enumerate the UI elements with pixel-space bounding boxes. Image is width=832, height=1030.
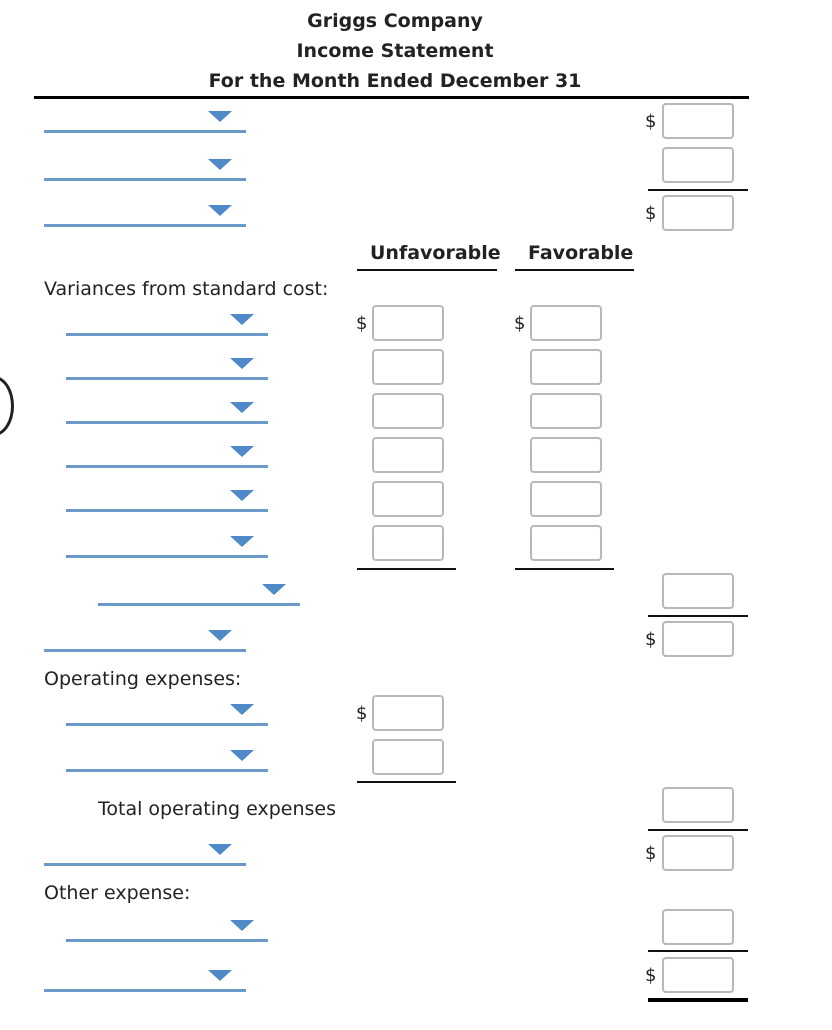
operating-expenses-label: Operating expenses: bbox=[44, 668, 242, 690]
dropdown-operating-expense[interactable] bbox=[66, 698, 268, 726]
subtotal-rule bbox=[357, 781, 456, 783]
amount-input[interactable] bbox=[662, 195, 734, 231]
dropdown-operating-expense[interactable] bbox=[66, 744, 268, 772]
dollar-sign: $ bbox=[356, 703, 368, 724]
chevron-down-icon bbox=[208, 970, 232, 981]
chevron-down-icon bbox=[208, 630, 232, 641]
subtotal-rule bbox=[357, 568, 456, 570]
radio-circle-icon bbox=[0, 376, 14, 436]
dropdown-net-variance[interactable] bbox=[98, 578, 300, 606]
favorable-input[interactable] bbox=[530, 437, 602, 473]
dropdown-cost-of-goods[interactable] bbox=[44, 153, 246, 181]
chevron-down-icon bbox=[230, 490, 254, 501]
column-rule bbox=[357, 269, 497, 271]
amount-input[interactable] bbox=[662, 573, 734, 609]
chevron-down-icon bbox=[208, 205, 232, 216]
favorable-input[interactable] bbox=[530, 481, 602, 517]
dollar-sign: $ bbox=[645, 965, 657, 986]
subtotal-rule bbox=[648, 615, 748, 617]
chevron-down-icon bbox=[230, 750, 254, 761]
dollar-sign: $ bbox=[645, 843, 657, 864]
amount-input[interactable] bbox=[662, 621, 734, 657]
amount-input[interactable] bbox=[662, 957, 734, 993]
amount-input[interactable] bbox=[662, 787, 734, 823]
operating-expense-input[interactable] bbox=[372, 695, 444, 731]
dropdown-variance[interactable] bbox=[66, 396, 268, 424]
dropdown-variance[interactable] bbox=[66, 352, 268, 380]
chevron-down-icon bbox=[208, 159, 232, 170]
dollar-sign: $ bbox=[645, 203, 657, 224]
column-rule bbox=[515, 269, 634, 271]
chevron-down-icon bbox=[230, 358, 254, 369]
statement-title: Income Statement bbox=[296, 40, 494, 62]
dropdown-gross-profit-actual[interactable] bbox=[44, 624, 246, 652]
operating-expense-input[interactable] bbox=[372, 739, 444, 775]
favorable-input[interactable] bbox=[530, 305, 602, 341]
total-double-rule bbox=[648, 998, 748, 1002]
unfavorable-input[interactable] bbox=[372, 481, 444, 517]
amount-input[interactable] bbox=[662, 103, 734, 139]
dropdown-gross-profit[interactable] bbox=[44, 199, 246, 227]
unfavorable-input[interactable] bbox=[372, 525, 444, 561]
chevron-down-icon bbox=[230, 314, 254, 325]
dropdown-net-income[interactable] bbox=[44, 964, 246, 992]
unfavorable-input[interactable] bbox=[372, 349, 444, 385]
amount-input[interactable] bbox=[662, 909, 734, 945]
subtotal-rule bbox=[648, 829, 748, 831]
chevron-down-icon bbox=[208, 844, 232, 855]
chevron-down-icon bbox=[262, 584, 286, 595]
chevron-down-icon bbox=[230, 920, 254, 931]
dropdown-variance[interactable] bbox=[66, 530, 268, 558]
amount-input[interactable] bbox=[662, 835, 734, 871]
header-rule bbox=[34, 96, 749, 99]
unfavorable-input[interactable] bbox=[372, 437, 444, 473]
favorable-input[interactable] bbox=[530, 525, 602, 561]
total-operating-expenses-label: Total operating expenses bbox=[98, 798, 336, 820]
other-expense-label: Other expense: bbox=[44, 882, 191, 904]
dropdown-variance[interactable] bbox=[66, 308, 268, 336]
chevron-down-icon bbox=[230, 536, 254, 547]
dropdown-variance[interactable] bbox=[66, 484, 268, 512]
dollar-sign: $ bbox=[356, 313, 368, 334]
chevron-down-icon bbox=[230, 402, 254, 413]
subtotal-rule bbox=[648, 189, 748, 191]
dropdown-income-from-operations[interactable] bbox=[44, 838, 246, 866]
statement-period: For the Month Ended December 31 bbox=[208, 70, 582, 92]
unfavorable-input[interactable] bbox=[372, 393, 444, 429]
favorable-input[interactable] bbox=[530, 393, 602, 429]
dollar-sign: $ bbox=[645, 629, 657, 650]
chevron-down-icon bbox=[230, 704, 254, 715]
company-name: Griggs Company bbox=[307, 10, 483, 32]
subtotal-rule bbox=[648, 950, 748, 952]
dollar-sign: $ bbox=[514, 313, 526, 334]
variances-label: Variances from standard cost: bbox=[44, 278, 329, 300]
dropdown-other-expense[interactable] bbox=[66, 914, 268, 942]
column-header-unfavorable: Unfavorable bbox=[370, 242, 501, 264]
chevron-down-icon bbox=[208, 111, 232, 122]
subtotal-rule bbox=[515, 568, 614, 570]
amount-input[interactable] bbox=[662, 147, 734, 183]
column-header-favorable: Favorable bbox=[528, 242, 634, 264]
dropdown-sales[interactable] bbox=[44, 105, 246, 133]
unfavorable-input[interactable] bbox=[372, 305, 444, 341]
dropdown-variance[interactable] bbox=[66, 440, 268, 468]
favorable-input[interactable] bbox=[530, 349, 602, 385]
dollar-sign: $ bbox=[645, 111, 657, 132]
chevron-down-icon bbox=[230, 446, 254, 457]
